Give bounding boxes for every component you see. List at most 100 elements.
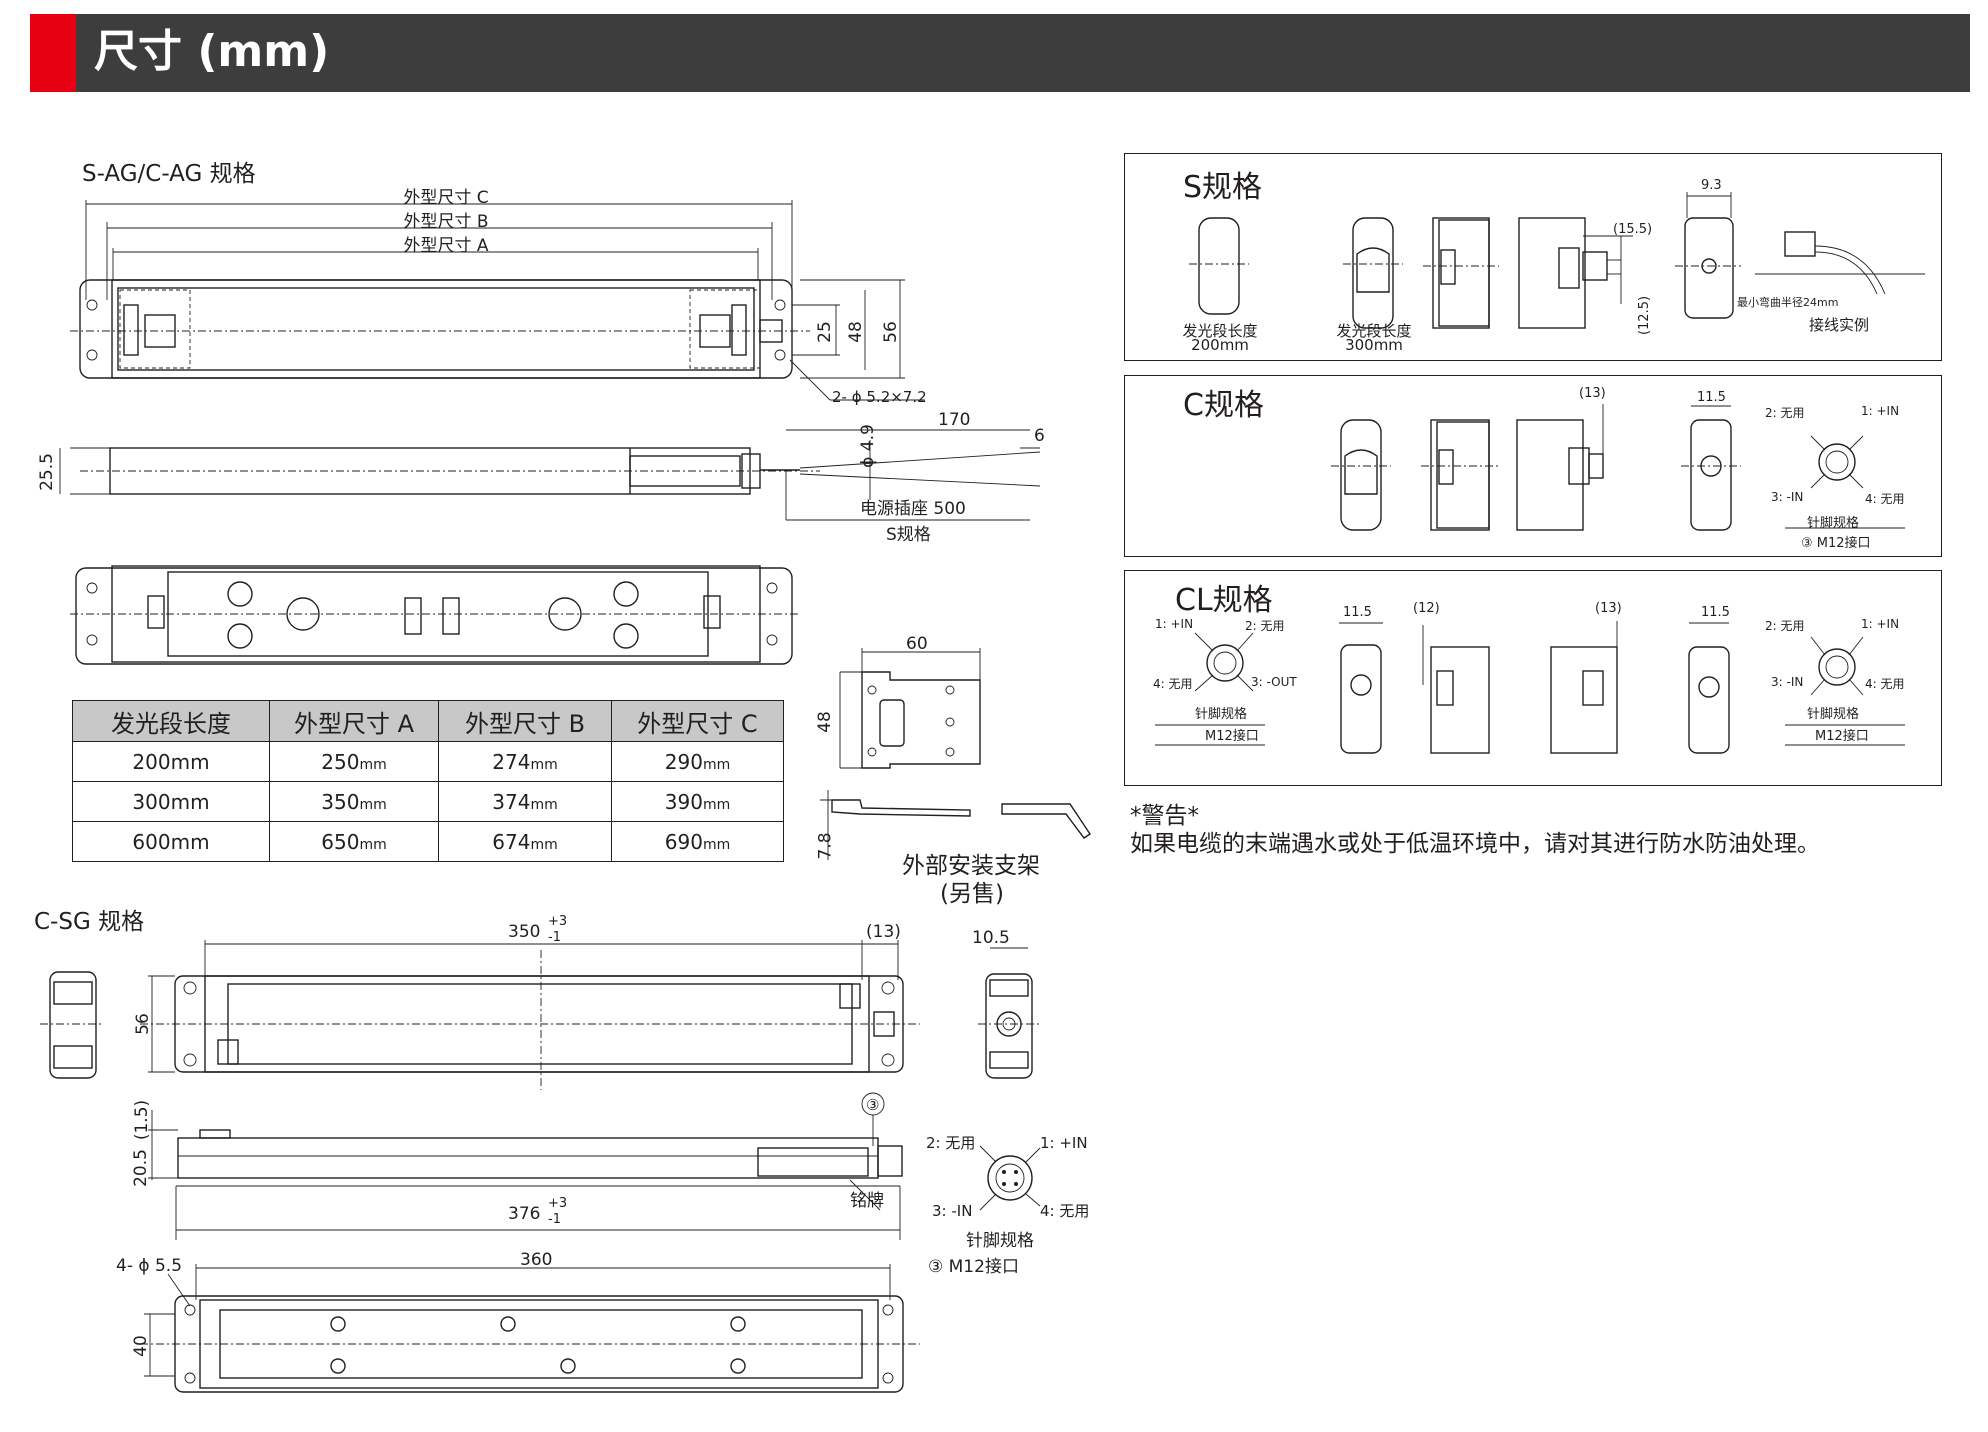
csg-h20-5: 20.5 [130,1149,151,1187]
sag-holes: 2- ϕ 5.2×7.2 [832,388,927,406]
header-title: 尺寸 (mm) [94,26,330,77]
table-cell: 300mm [72,781,270,822]
table-row: 200mm 250mm 274mm 290mm [72,741,784,782]
csg-tol-minus: -1 [548,930,561,945]
table-header: 外型尺寸 B [438,700,612,742]
s-bend-radius: 最小弯曲半径24mm [1737,296,1839,309]
warning-title: *警告* [1130,803,1199,829]
c-pin2: 2: 无用 [1765,406,1805,420]
s-cap300-value: 300mm [1345,336,1403,354]
csg-title: C-SG 规格 [34,909,145,935]
table-row: 600mm 650mm 674mm 690mm [72,821,784,862]
csg-d10-5: 10.5 [972,928,1010,948]
c-m12: ③ M12接口 [1801,536,1871,551]
cl-r-pin4: 4: 无用 [1865,677,1905,691]
table-row: 300mm 350mm 374mm 390mm [72,781,784,822]
s-d12-5: (12.5) [1637,295,1653,336]
csg-holes: 4- ϕ 5.5 [116,1256,183,1276]
cl-m12: M12接口 [1205,729,1259,744]
cl-d11-5b: 11.5 [1701,605,1730,620]
cl-r-pin2: 2: 无用 [1765,619,1805,633]
sag-power: 电源插座 500 [860,499,966,519]
table-cell: 674mm [438,821,612,862]
csg-d376: 376 [508,1204,541,1224]
cl-r-pin-spec: 针脚规格 [1807,707,1860,722]
csg-h1-5: (1.5) [132,1099,153,1141]
table-cell: 274mm [438,741,612,782]
table-cell: 200mm [72,741,270,782]
dimension-table: 发光段长度 外型尺寸 A 外型尺寸 B 外型尺寸 C 200mm 250mm 2… [72,700,784,862]
csg-pin2: 2: 无用 [926,1134,976,1152]
table-cell: 600mm [72,821,270,862]
cl-pin3: 3: -OUT [1251,675,1297,689]
s-d15-5: (15.5) [1613,222,1653,237]
table-header: 外型尺寸 C [611,700,784,742]
cl-d11-5a: 11.5 [1343,605,1372,620]
csg-tol-minus-376: -1 [548,1212,561,1227]
table-cell: 350mm [269,781,439,822]
s-spec-panel: S规格 发光段长度 200mm 发光段长度 300mm (15.5) (12.5… [1124,153,1942,361]
cl-d12: (12) [1413,601,1440,616]
c-pin-spec: 针脚规格 [1807,516,1860,531]
csg-pin3: 3: -IN [932,1202,973,1220]
c-panel-title: C规格 [1183,388,1264,423]
table-cell: 690mm [611,821,784,862]
c-d13: (13) [1579,386,1606,401]
cl-r-m12: M12接口 [1815,729,1869,744]
csg-pin-spec: 针脚规格 [966,1231,1034,1251]
s-panel-title: S规格 [1183,170,1263,205]
csg-pin1: 1: +IN [1040,1134,1088,1152]
warning-text: 如果电缆的末端遇水或处于低温环境中，请对其进行防水防油处理。 [1130,831,1820,857]
c-pin4: 4: 无用 [1865,492,1905,506]
s-wiring-example: 接线实例 [1809,316,1870,334]
csg-tol-plus-376: +3 [548,1196,568,1211]
table-header: 外型尺寸 A [269,700,439,742]
s-cap200-label: 发光段长度 [1182,322,1258,340]
csg-d350: 350 [508,922,541,942]
s-cap300-label: 发光段长度 [1336,322,1412,340]
c-spec-panel: C规格 (13) 11.5 2: 无用 1: +IN 3: -IN 4: 无用 … [1124,375,1942,557]
sag-title: S-AG/C-AG 规格 [82,161,256,187]
sag-d6: 6 [1034,426,1045,446]
table-cell: 250mm [269,741,439,782]
s-d9-3: 9.3 [1701,178,1722,193]
cl-r-pin1: 1: +IN [1861,617,1900,631]
csg-pin4: 4: 无用 [1040,1202,1090,1220]
csg-nameplate: 铭牌 [850,1191,884,1211]
sag-d170: 170 [938,410,971,430]
table-cell: 650mm [269,821,439,862]
csg-circle3: ③ [866,1096,880,1114]
c-d11-5: 11.5 [1697,390,1726,405]
cl-panel-title: CL规格 [1175,583,1273,618]
c-pin3: 3: -IN [1771,490,1804,504]
section-header: 尺寸 (mm) [30,14,1970,92]
sag-dim-c: 外型尺寸 C [403,188,489,208]
cl-r-pin3: 3: -IN [1771,675,1804,689]
table-header-row: 发光段长度 外型尺寸 A 外型尺寸 B 外型尺寸 C [72,700,784,742]
header-accent [30,14,76,92]
csg-h56: 56 [132,1013,153,1035]
table-cell: 374mm [438,781,612,822]
sag-s-spec: S规格 [886,525,931,545]
bracket-w60: 60 [906,634,928,654]
csg-h40: 40 [130,1335,151,1357]
c-pin1: 1: +IN [1861,404,1900,418]
cl-d13: (13) [1595,601,1622,616]
cl-spec-panel: CL规格 1: +IN 2: 无用 4: 无用 3: -OUT 针脚规格 M12… [1124,570,1942,786]
s-cap200-value: 200mm [1191,336,1249,354]
bracket-sold-separately: (另售) [940,881,1004,907]
cl-pin4: 4: 无用 [1153,677,1193,691]
bracket-label: 外部安装支架 [902,853,1040,879]
csg-d13: (13) [866,922,901,942]
csg-m12: ③ M12接口 [928,1257,1019,1277]
cl-pin-spec: 针脚规格 [1195,707,1248,722]
sag-dim-b: 外型尺寸 B [403,212,489,232]
sag-dim-a: 外型尺寸 A [403,236,489,256]
cl-pin1: 1: +IN [1155,617,1194,631]
csg-d360: 360 [520,1250,553,1270]
table-header: 发光段长度 [72,700,270,742]
cl-pin2: 2: 无用 [1245,619,1285,633]
